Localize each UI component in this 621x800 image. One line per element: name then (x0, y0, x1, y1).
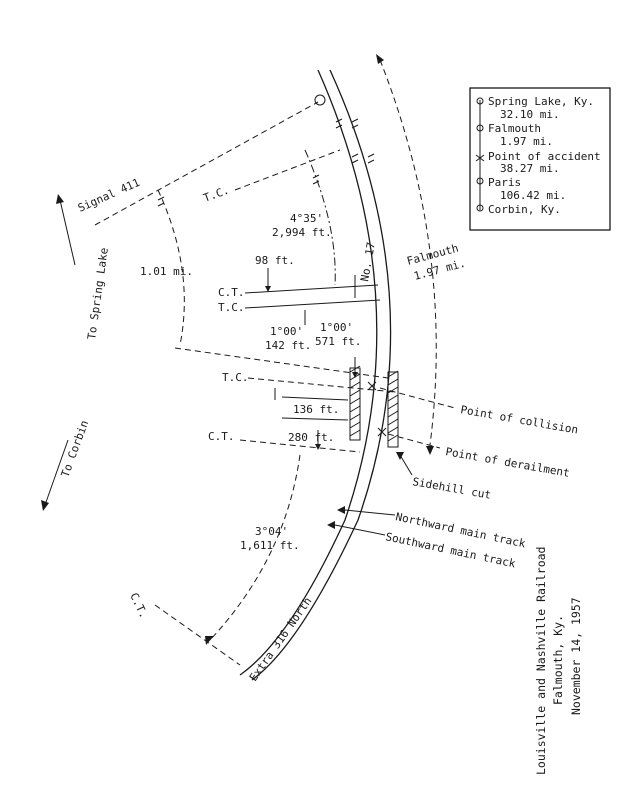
to-spring-lake-label: To Spring Lake (85, 247, 111, 341)
track-marker-icons (157, 118, 375, 207)
derailment-x-icon (377, 427, 387, 437)
title-line2: Falmouth, Ky. (551, 615, 565, 705)
legend-station-4: Paris (488, 176, 521, 189)
to-corbin-arrow (44, 439, 69, 506)
ct-mid-line (244, 284, 379, 294)
curve2-start-line (174, 347, 389, 379)
southward-main-track-line (239, 69, 378, 676)
legend-distance-3: 38.27 mi. (500, 162, 560, 175)
curve3-len-label: 571 ft. (315, 335, 361, 348)
len-280-label: 280 ft. (288, 431, 334, 444)
signal-411-icon (314, 94, 326, 106)
legend-station-3: Point of accident (488, 150, 601, 163)
title-line3: November 14, 1957 (569, 597, 583, 715)
legend-distance-2: 1.97 mi. (500, 135, 553, 148)
sidehill-cut-label: Sidehill cut (411, 475, 492, 502)
sidehill-leader (399, 454, 413, 476)
falmouth-arc (379, 59, 437, 446)
dist-101-label: 1.01 mi. (140, 265, 193, 278)
title-line1: Louisville and Nashville Railroad (534, 547, 548, 775)
collision-x-icon (367, 381, 377, 391)
tc-top-label: T.C. (202, 184, 231, 205)
dist-101-arc (157, 189, 185, 346)
signal-line (94, 101, 319, 226)
tc-mid-line (244, 299, 381, 309)
curve4-len-label: 1,611 ft. (240, 539, 300, 552)
curve1-arc (304, 149, 336, 286)
ct-low-label: C.T. (208, 430, 235, 443)
tc-top-line (234, 149, 341, 191)
legend-box (469, 87, 611, 231)
tc-low-label: T.C. (222, 371, 249, 384)
no17-label: No. 17 (358, 241, 378, 282)
point-derailment-label: Point of derailment (444, 445, 570, 480)
legend-station-2: Falmouth (488, 122, 541, 135)
to-spring-lake-arrow (59, 199, 76, 266)
curve2-len-label: 142 ft. (265, 339, 311, 352)
len-136-line (281, 396, 349, 401)
ct-bottom-label: C.T. (127, 591, 150, 621)
legend-distance-4: 106.42 mi. (500, 189, 566, 202)
legend-station-1: Spring Lake, Ky. (488, 95, 594, 108)
ct-mid-label: C.T. (218, 286, 245, 299)
curve4-arc (209, 454, 301, 641)
point-collision-label: Point of collision (459, 403, 579, 437)
len-136-label: 136 ft. (293, 403, 339, 416)
curve1-deg-label: 4°35' (290, 212, 323, 225)
derailment-leader (387, 433, 441, 449)
northward-arrow (344, 509, 396, 516)
to-corbin-label: To Corbin (59, 419, 92, 479)
ct-low-line (239, 439, 361, 453)
curve1-len-label: 2,994 ft. (272, 226, 332, 239)
curve2-deg-label: 1°00' (270, 325, 303, 338)
curve4-deg-label: 3°04' (255, 525, 288, 538)
tc-low-line (247, 377, 396, 393)
extra-label: Extra 316 North (247, 595, 315, 684)
southward-arrow (334, 524, 386, 536)
curve3-deg-label: 1°00' (320, 321, 353, 334)
sidehill-cut-left (349, 365, 361, 441)
legend-distance-1: 32.10 mi. (500, 108, 560, 121)
len-98-label: 98 ft. (255, 254, 295, 267)
signal-label: Signal 411 (76, 176, 142, 215)
ct-bottom-line (154, 604, 241, 666)
collision-leader (379, 387, 456, 409)
northward-main-track-line (251, 69, 392, 681)
tc-mid-label: T.C. (218, 301, 245, 314)
legend-station-5: Corbin, Ky. (488, 203, 561, 216)
sidehill-cut-right (387, 370, 399, 448)
